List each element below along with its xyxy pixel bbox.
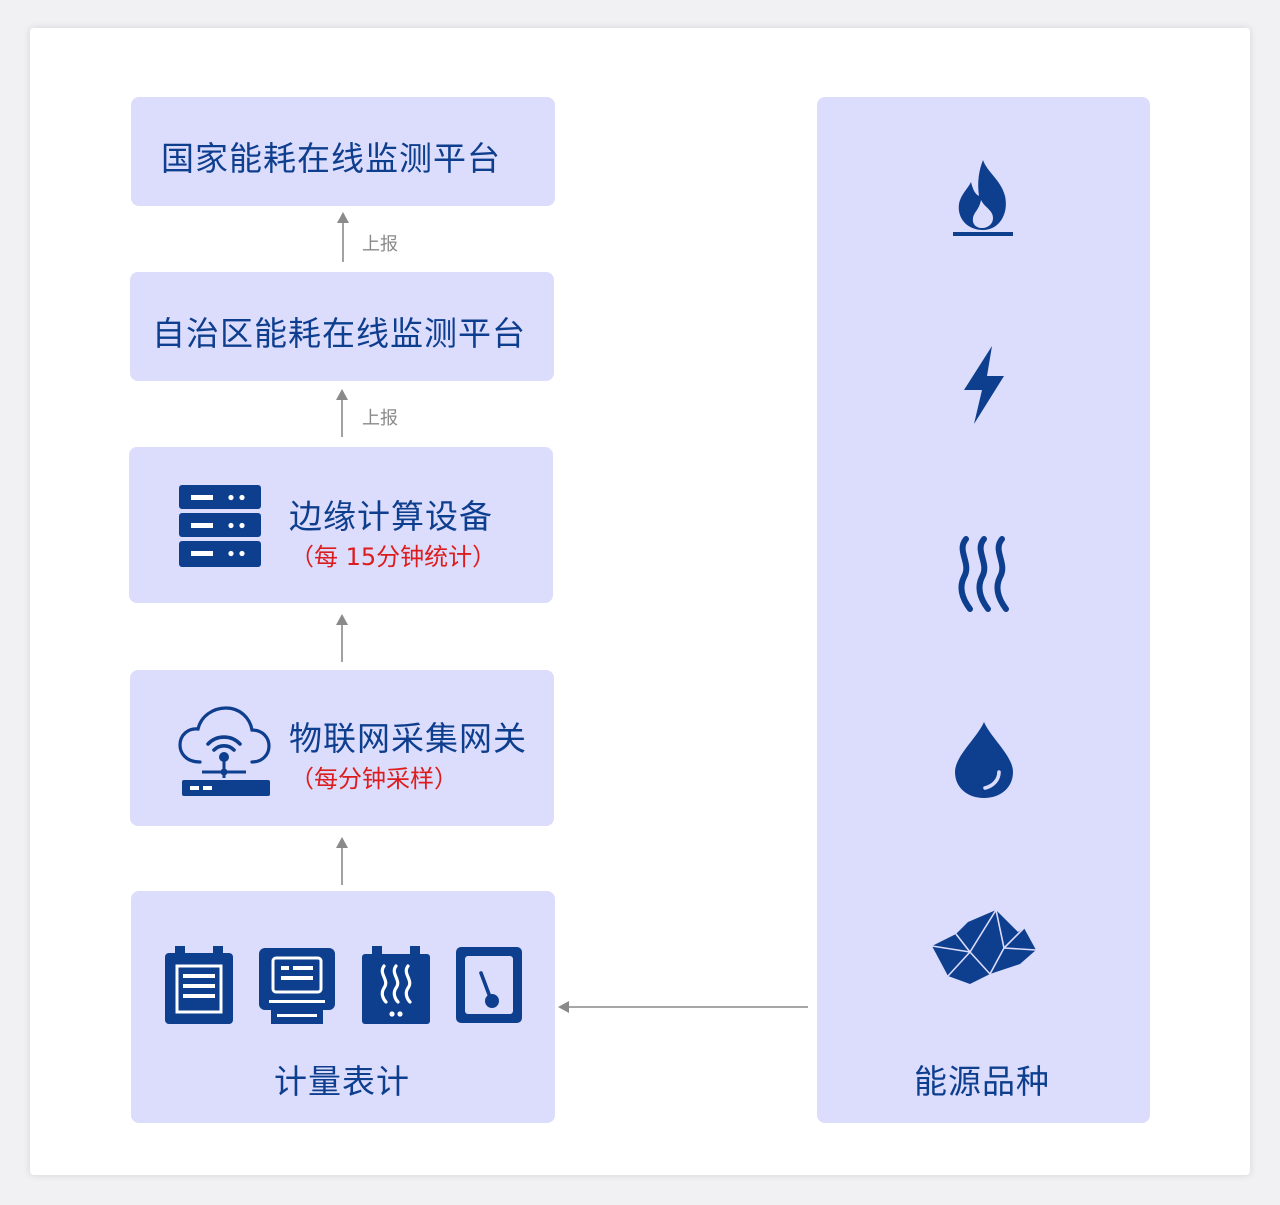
- heat-meter-icon: [362, 946, 430, 1024]
- report-label-1: 上报: [362, 234, 398, 255]
- edge-device-title: 边缘计算设备: [289, 497, 493, 536]
- electricity-bolt-icon: [964, 346, 1004, 424]
- arrow-report-2: [336, 389, 348, 437]
- arrow-meters-to-gateway: [336, 837, 348, 885]
- meters-title: 计量表计: [274, 1062, 410, 1101]
- regional-platform-title: 自治区能耗在线监测平台: [152, 314, 526, 353]
- electric-meter-icon: [165, 946, 233, 1024]
- arrow-energy-to-meters: [558, 1001, 808, 1013]
- iot-gateway-box: [130, 670, 554, 826]
- gas-flame-icon: [953, 160, 1013, 236]
- iot-gateway-note: （每分钟采样）: [290, 765, 458, 793]
- steam-heat-icon: [958, 536, 1009, 612]
- display-meter-icon: [259, 948, 335, 1024]
- iot-gateway-title: 物联网采集网关: [289, 719, 527, 758]
- national-platform-box: [131, 97, 555, 206]
- water-drop-icon: [955, 722, 1013, 798]
- energy-types-title: 能源品种: [914, 1062, 1050, 1101]
- cloud-wifi-gateway-icon: [178, 706, 271, 796]
- server-rack-icon: [179, 485, 261, 567]
- national-platform-title: 国家能耗在线监测平台: [161, 139, 501, 178]
- report-label-2: 上报: [362, 408, 398, 429]
- gauge-meter-icon: [456, 947, 522, 1023]
- edge-device-note: （每 15分钟统计）: [290, 543, 497, 571]
- coal-icon: [931, 909, 1037, 984]
- arrow-gateway-to-edge: [336, 614, 348, 662]
- regional-platform-box: [130, 272, 554, 381]
- arrow-report-1: [337, 212, 349, 262]
